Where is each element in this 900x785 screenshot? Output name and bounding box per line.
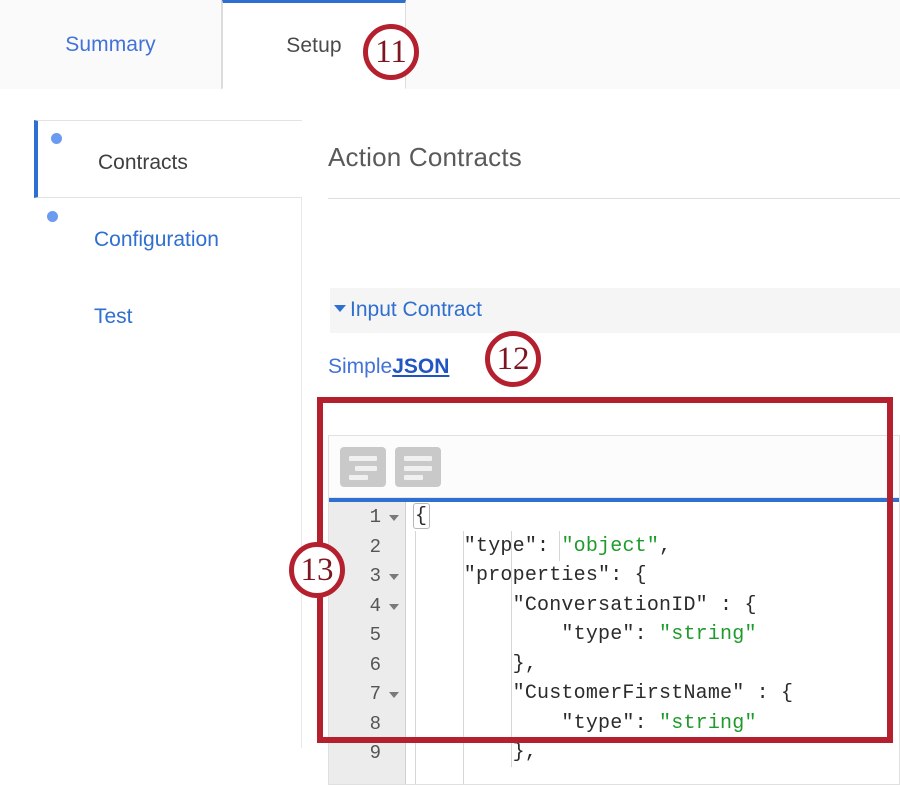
line-number: 9 — [369, 742, 381, 764]
indent-guide — [415, 531, 416, 784]
line-number: 6 — [369, 653, 381, 676]
code-area[interactable]: 1{2 "type": "object",3 "properties": {4 … — [329, 502, 899, 784]
code-line-text: "properties": { — [415, 564, 647, 587]
sidebar-item-contracts[interactable]: Contracts — [34, 120, 302, 198]
icon-bar — [404, 466, 432, 471]
tab-bar: Summary Setup — [0, 0, 900, 90]
code-line[interactable]: 8 "type": "string" — [329, 709, 899, 739]
fold-triangle-icon[interactable] — [389, 574, 399, 580]
code-line-text: "ConversationID" : { — [415, 593, 757, 617]
annotation-badge-13: 13 — [289, 542, 345, 598]
page-title: Action Contracts — [328, 142, 522, 172]
line-number: 5 — [369, 624, 381, 646]
code-line-text: "type": "object", — [415, 534, 672, 558]
code-line[interactable]: 5 "type": "string" — [329, 620, 899, 650]
title-divider — [328, 198, 900, 199]
format-json-link[interactable]: JSON — [392, 355, 450, 378]
bullet-dot-icon — [51, 133, 62, 144]
tab-summary-label: Summary — [65, 32, 156, 56]
indent-guide — [559, 531, 560, 561]
code-line[interactable]: 4 "ConversationID" : { — [329, 591, 899, 621]
setup-sidebar: Contracts Configuration Test — [34, 120, 302, 748]
align-right-icon[interactable] — [340, 447, 386, 487]
line-number: 3 — [369, 565, 381, 587]
code-line[interactable]: 3 "properties": { — [329, 561, 899, 591]
contracts-content: Action Contracts Input Contract Simple J… — [328, 120, 900, 785]
code-line[interactable]: 9 }, — [329, 738, 899, 768]
code-line-text: }, — [415, 652, 538, 676]
editor-toolbar — [329, 436, 899, 498]
code-line[interactable]: 1{ — [329, 502, 899, 532]
line-number: 4 — [369, 594, 381, 617]
input-contract-label: Input Contract — [350, 298, 482, 321]
code-line[interactable]: 2 "type": "object", — [329, 532, 899, 562]
sidebar-item-configuration-label: Configuration — [94, 228, 219, 251]
code-line-text: "CustomerFirstName" : { — [415, 682, 794, 705]
code-line-text: "type": "string" — [415, 711, 757, 735]
align-left-icon[interactable] — [395, 447, 441, 487]
tab-bar-filler — [406, 0, 900, 89]
code-line-text: }, — [415, 741, 538, 764]
input-contract-section-header[interactable]: Input Contract — [330, 288, 900, 333]
code-line-text: { — [415, 505, 428, 528]
tab-setup-label: Setup — [286, 33, 342, 57]
fold-triangle-icon[interactable] — [389, 603, 399, 610]
sidebar-item-test[interactable]: Test — [34, 275, 302, 352]
code-line[interactable]: 7 "CustomerFirstName" : { — [329, 679, 899, 709]
sidebar-item-test-label: Test — [94, 305, 133, 328]
tab-summary[interactable]: Summary — [0, 0, 222, 89]
fold-triangle-icon[interactable] — [389, 515, 399, 521]
icon-bar — [355, 466, 377, 471]
icon-bar — [404, 456, 432, 461]
caret-down-icon — [334, 305, 346, 312]
code-line[interactable]: 6 }, — [329, 650, 899, 680]
format-simple-link[interactable]: Simple — [328, 355, 393, 378]
code-line-text: "type": "string" — [415, 623, 757, 646]
icon-bar — [349, 475, 368, 480]
editor-focus-line — [329, 498, 899, 502]
matching-brace-highlight — [413, 503, 430, 529]
sidebar-item-configuration[interactable]: Configuration — [34, 198, 302, 275]
json-editor[interactable]: 1{2 "type": "object",3 "properties": {4 … — [328, 435, 900, 785]
line-number: 7 — [369, 683, 381, 705]
annotation-badge-11: 11 — [363, 24, 419, 80]
icon-bar — [349, 456, 377, 461]
line-number: 8 — [369, 712, 381, 735]
contract-format-switch: Simple JSON — [328, 355, 449, 385]
bullet-dot-icon — [47, 211, 58, 222]
sidebar-empty-area — [34, 352, 302, 748]
setup-panel: Contracts Configuration Test Action Cont… — [0, 89, 900, 785]
indent-guide — [511, 531, 512, 767]
line-number: 2 — [369, 535, 381, 558]
icon-bar — [404, 475, 423, 480]
indent-guide — [463, 531, 464, 784]
fold-triangle-icon[interactable] — [389, 692, 399, 698]
line-number: 1 — [369, 506, 381, 528]
sidebar-item-contracts-label: Contracts — [98, 151, 188, 174]
annotation-badge-12: 12 — [485, 331, 541, 387]
